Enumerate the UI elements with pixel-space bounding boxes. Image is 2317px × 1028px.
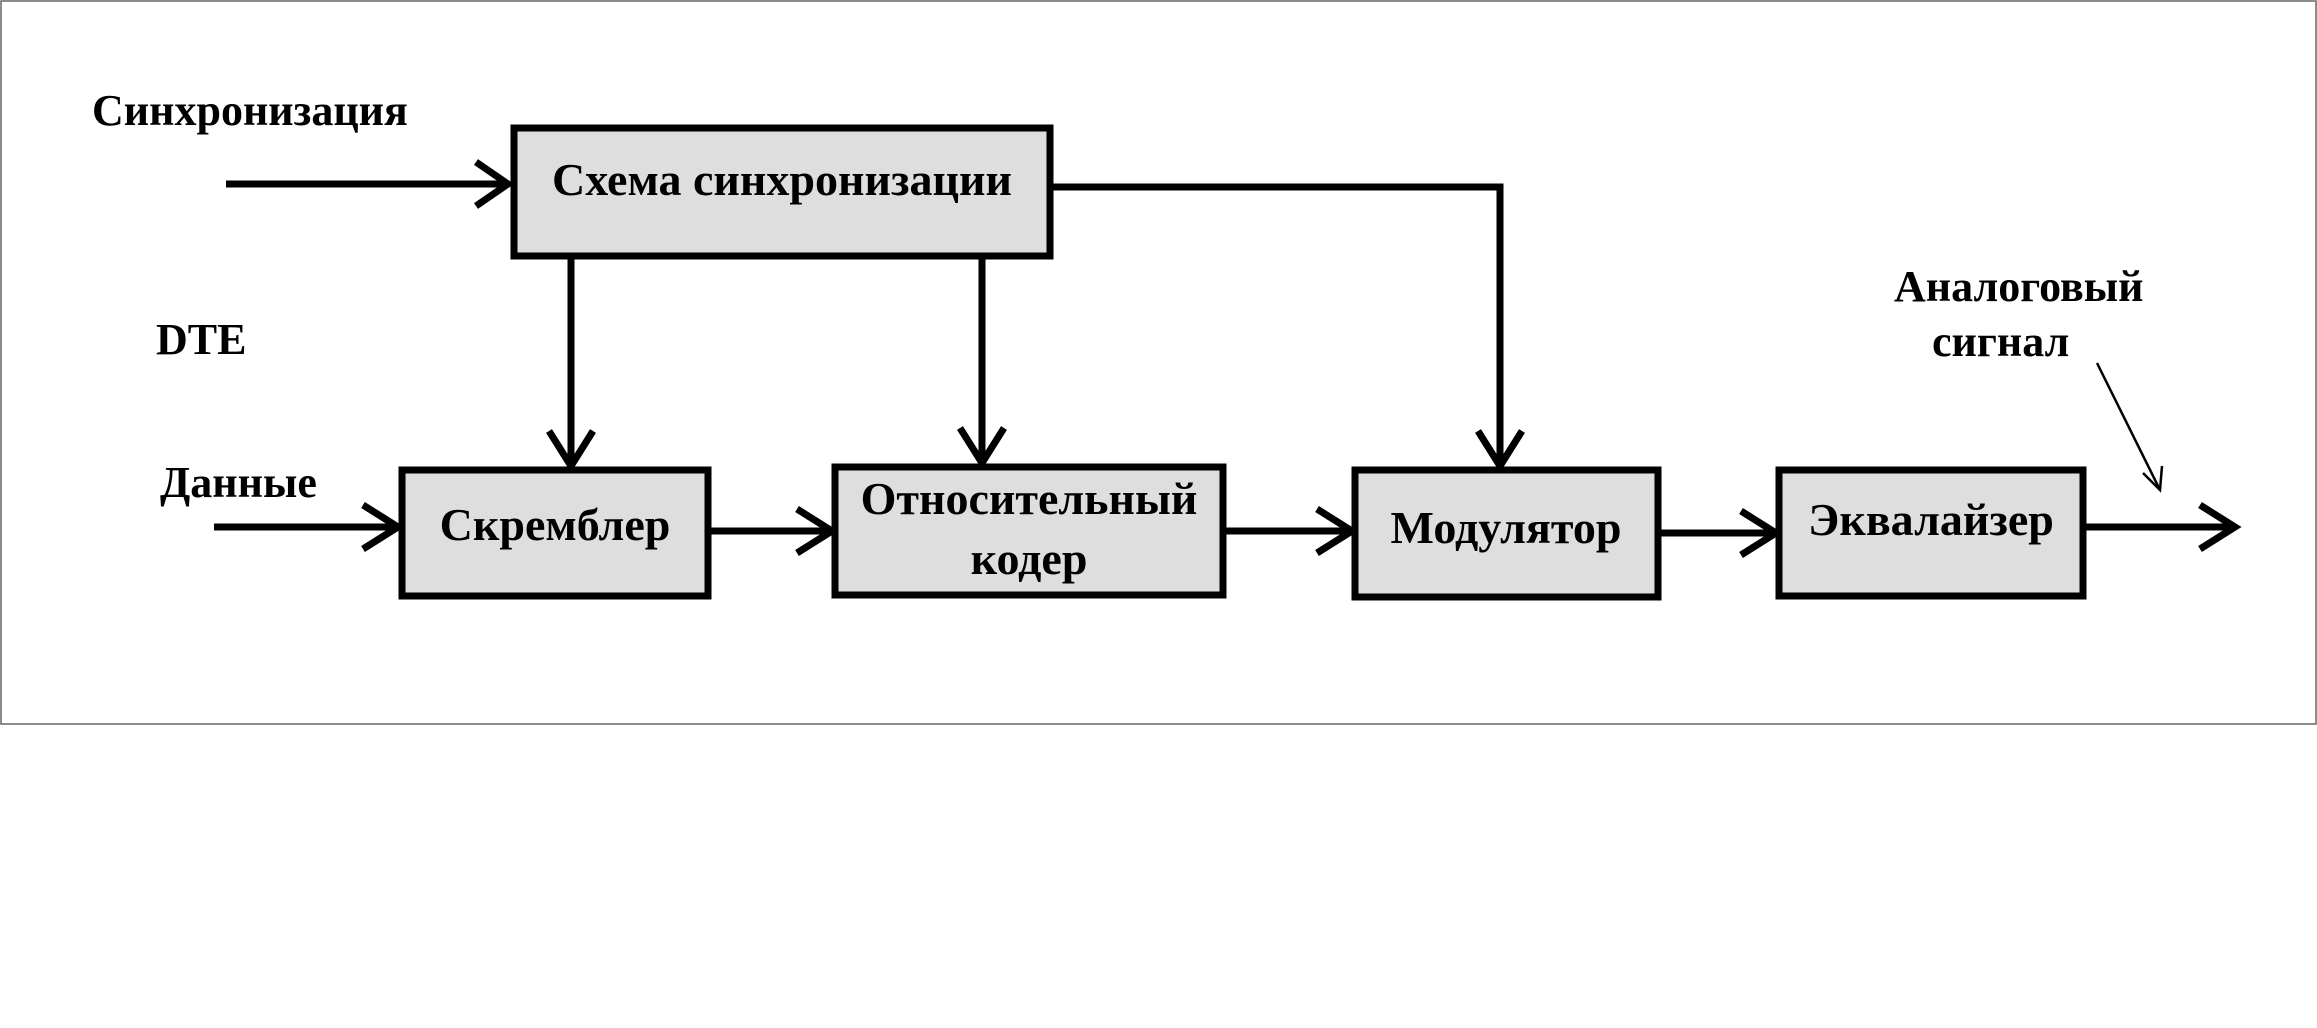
sync-to-modulator-wire (1050, 183, 1504, 466)
relative-coder-block: Относительный кодер (831, 463, 1227, 599)
sync-to-modulator-arrowhead (1475, 429, 1525, 473)
sync-input-label: Синхронизация (92, 86, 408, 135)
scrambler-label: Скремблер (440, 499, 671, 550)
sync-circuit-block: Схема синхронизации (510, 124, 1054, 260)
modulator-label: Модулятор (1391, 502, 1622, 553)
modulator-block: Модулятор (1351, 466, 1662, 601)
sync-circuit-label: Схема синхронизации (552, 154, 1012, 205)
output-label-line1: Аналоговый (1894, 262, 2143, 311)
output-label-pointer (2095, 362, 2162, 491)
sync-input-arrowhead (474, 159, 515, 209)
output-label-pointer-tip (2142, 465, 2164, 493)
output-label-line2: сигнал (1932, 317, 2069, 366)
equalizer-label: Эквалайзер (1808, 494, 2054, 545)
sync-to-scrambler-arrowhead (546, 429, 596, 473)
diagram-frame (0, 0, 2317, 725)
dte-label: DTE (156, 315, 246, 364)
data-input-arrowhead (361, 502, 405, 552)
relative-coder-label-line2: кодер (971, 533, 1088, 584)
data-input-label: Данные (160, 458, 317, 507)
sync-to-coder-arrowhead (957, 426, 1007, 470)
output-arrowhead (2198, 502, 2242, 552)
equalizer-block: Эквалайзер (1775, 466, 2087, 600)
relative-coder-label-line1: Относительный (861, 473, 1198, 524)
scrambler-block: Скремблер (398, 466, 712, 600)
